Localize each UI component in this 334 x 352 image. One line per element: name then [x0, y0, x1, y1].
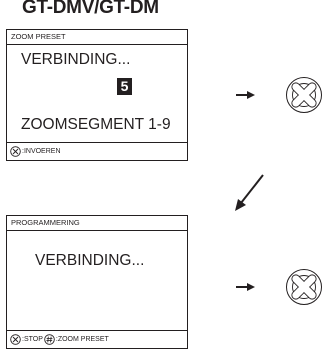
connection-text: VERBINDING... [21, 51, 131, 68]
connection-text: VERBINDING... [35, 252, 145, 269]
right-arrow-icon [236, 91, 255, 99]
programming-screen: PROGRAMMERING VERBINDING... :STOP :ZOOM … [6, 215, 188, 349]
screen-header: ZOOM PRESET [7, 30, 187, 45]
screen-footer: :STOP :ZOOM PRESET [7, 330, 187, 348]
zoom-preset-screen: ZOOM PRESET VERBINDING... 5 ZOOMSEGMENT … [6, 29, 188, 161]
model-title: GT-DMV/GT-DM [22, 0, 159, 18]
diagonal-arrow-icon [235, 174, 264, 211]
screen-header: PROGRAMMERING [7, 216, 187, 231]
enter-button-icon [286, 77, 322, 113]
circled-x-icon [10, 334, 21, 345]
stop-label: :STOP [22, 336, 43, 343]
zoom-preset-label: :ZOOM PRESET [55, 336, 109, 343]
screen-footer: :INVOEREN [7, 142, 187, 160]
circled-x-icon [10, 146, 21, 157]
enter-button-icon [286, 269, 322, 305]
zoom-segment-text: ZOOMSEGMENT 1-9 [21, 116, 171, 133]
circled-hash-icon [44, 334, 55, 345]
right-arrow-icon [236, 283, 255, 291]
selected-number: 5 [117, 78, 132, 95]
enter-label: :INVOEREN [22, 148, 61, 155]
